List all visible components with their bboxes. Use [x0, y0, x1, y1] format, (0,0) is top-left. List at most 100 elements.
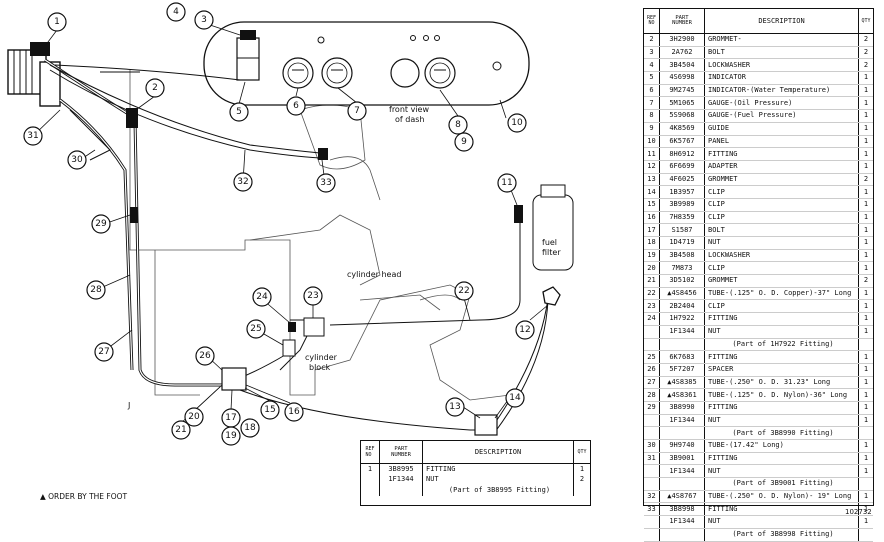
ref-no-cell: 21	[644, 275, 660, 287]
qty-cell: 1	[863, 149, 869, 158]
ref-no-cell: 5	[644, 72, 660, 84]
description-cell: FITTING	[705, 503, 859, 516]
description-cell: TUBE-(.125" O. D. Nylon)-36" Long	[705, 389, 859, 401]
callout-30: 30	[67, 150, 87, 170]
callout-number: 11	[501, 178, 512, 188]
callout-number: 29	[95, 219, 107, 229]
part-number-cell: 1B3957	[660, 186, 705, 198]
qty-cell: 1	[863, 263, 869, 272]
qty-cell: 1	[863, 212, 869, 221]
callout-number: 12	[519, 325, 530, 335]
description-cell: (Part of 3B9001 Fitting)	[705, 478, 859, 490]
ref-no-cell: 7	[644, 97, 660, 110]
part-number-cell: 1F1344	[660, 465, 705, 478]
description-cell: GAUGE-(Oil Pressure)	[705, 97, 859, 110]
ref-no-cell: 30	[644, 440, 660, 452]
dash-panel	[203, 21, 530, 106]
ref-no-cell	[644, 465, 660, 478]
parts-table-row: (Part of 3B8998 Fitting)	[644, 528, 873, 542]
description-cell: GROMMET	[705, 275, 859, 287]
callout-32: 32	[233, 172, 253, 192]
callout-17: 17	[221, 408, 241, 428]
description-cell: GROMMET	[705, 173, 859, 186]
qty-cell: 1	[863, 187, 869, 196]
part-number-cell: 3B4504	[660, 59, 705, 72]
callout-number: 31	[27, 131, 38, 141]
callout-8: 8	[448, 115, 468, 135]
ref-no-cell: 13	[644, 173, 660, 186]
callout-number: 32	[237, 177, 248, 187]
ref-no-cell	[644, 414, 660, 427]
fuel-filter	[514, 184, 574, 271]
part-number-cell: 1F1344	[660, 414, 705, 427]
callout-18: 18	[240, 418, 260, 438]
qty-cell	[859, 529, 873, 541]
description-cell: BOLT	[705, 224, 859, 236]
ref-no-cell: 14	[644, 186, 660, 198]
description-cell: LOCKWASHER	[705, 249, 859, 262]
part-number-cell: 7H8359	[660, 211, 705, 224]
callout-20: 20	[184, 407, 204, 427]
part-number-cell: 4K8569	[660, 122, 705, 135]
callout-number: 3	[201, 15, 207, 25]
description-cell: (Part of 3B8995 Fitting)	[423, 484, 574, 496]
qty-cell: 1	[863, 200, 869, 209]
callout-number: 4	[173, 7, 179, 17]
description-cell: NUT	[705, 465, 859, 478]
part-number-cell	[660, 427, 705, 439]
part-number-cell: 3B8990	[660, 401, 705, 414]
qty-cell: 1	[863, 517, 869, 526]
part-number-cell: 5F7207	[660, 363, 705, 376]
qty-cell: 1	[863, 86, 869, 95]
qty-cell: 1	[863, 390, 869, 399]
description-cell: SPACER	[705, 363, 859, 376]
callout-number: 2	[152, 83, 158, 93]
part-number-cell: 6K5767	[660, 135, 705, 148]
part-number-cell: 1F1344	[660, 325, 705, 338]
ref-no-cell: 10	[644, 135, 660, 148]
part-number-cell: 5S9068	[660, 110, 705, 122]
part-number-cell: 3B4508	[660, 249, 705, 262]
callout-29: 29	[91, 214, 111, 234]
ref-no-cell	[644, 325, 660, 338]
qty-cell: 1	[863, 415, 869, 424]
callout-number: 22	[458, 286, 469, 296]
callout-5: 5	[229, 102, 249, 122]
description-cell: NUT	[705, 237, 859, 249]
description-cell: CLIP	[705, 211, 859, 224]
qty-cell: 1	[863, 352, 869, 361]
order-by-foot-note: ▲ ORDER BY THE FOOT	[40, 492, 128, 501]
part-number-cell: 3B9001	[660, 452, 705, 465]
part-number-cell: 3D5102	[660, 275, 705, 287]
ref-no-cell	[644, 338, 660, 351]
description-cell: FITTING	[705, 148, 859, 160]
callout-7: 7	[347, 101, 367, 121]
qty-cell: 1	[863, 454, 869, 463]
description-cell: (Part of 1H7922 Fitting)	[705, 338, 859, 351]
callout-number: 13	[449, 402, 460, 412]
ref-no-cell: 28	[644, 389, 660, 401]
description-cell: TUBE-(.250" O. D. Nylon)- 19" Long	[705, 490, 859, 503]
callout-25: 25	[246, 319, 266, 339]
ref-no-cell: 17	[644, 224, 660, 236]
header-ref-no: REF NO	[361, 441, 380, 463]
part-number-cell: ▲4S8385	[660, 376, 705, 389]
header-description: DESCRIPTION	[423, 441, 574, 463]
callout-26: 26	[195, 346, 215, 366]
qty-cell: 1	[863, 441, 869, 450]
